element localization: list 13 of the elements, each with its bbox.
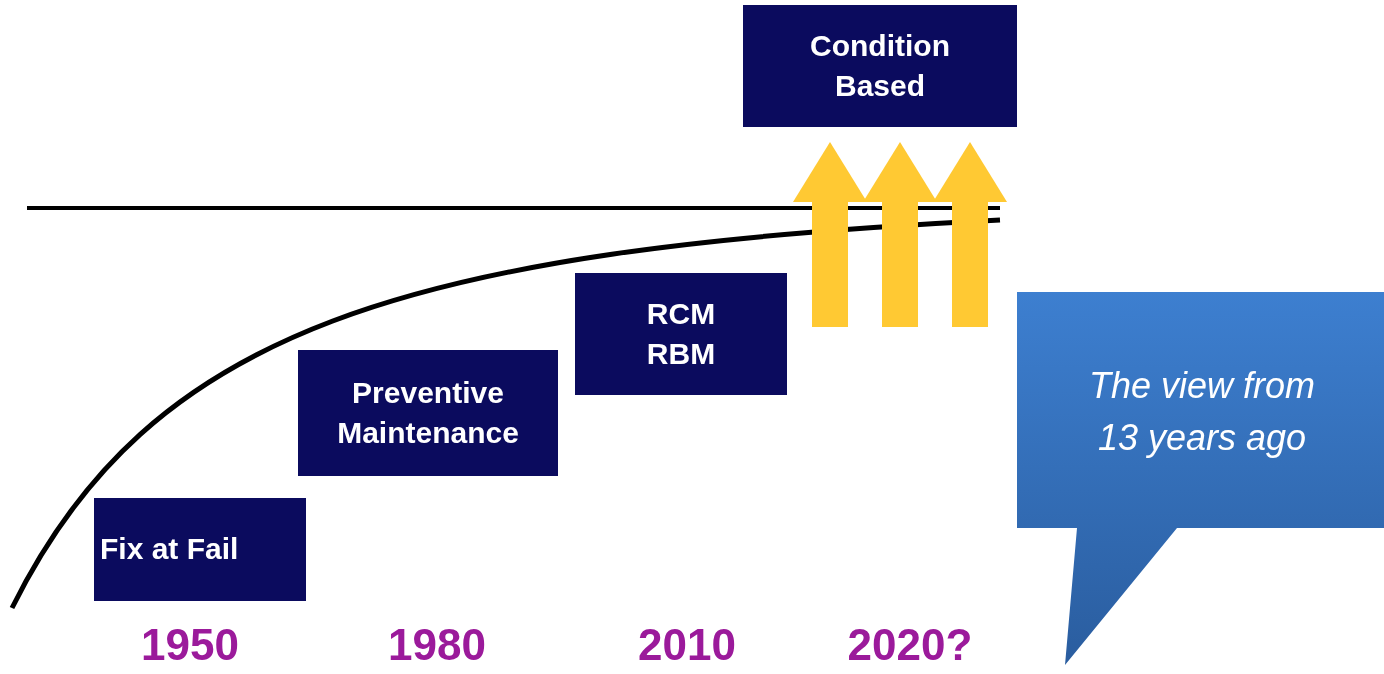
- up-arrow: [793, 142, 867, 327]
- stage-box: RCM RBM: [575, 273, 787, 395]
- up-arrow: [863, 142, 937, 327]
- up-arrow: [933, 142, 1007, 327]
- speech-bubble: [1017, 292, 1384, 665]
- stage-box: Condition Based: [743, 5, 1017, 127]
- bubble-text: The view from 13 years ago: [1087, 364, 1317, 461]
- year-label: 1950: [140, 620, 240, 670]
- stage-box: Fix at Fail: [94, 498, 306, 601]
- year-label: 2020?: [846, 620, 974, 670]
- stage-box: Preventive Maintenance: [298, 350, 558, 476]
- year-label: 2010: [637, 620, 737, 670]
- year-label: 1980: [387, 620, 487, 670]
